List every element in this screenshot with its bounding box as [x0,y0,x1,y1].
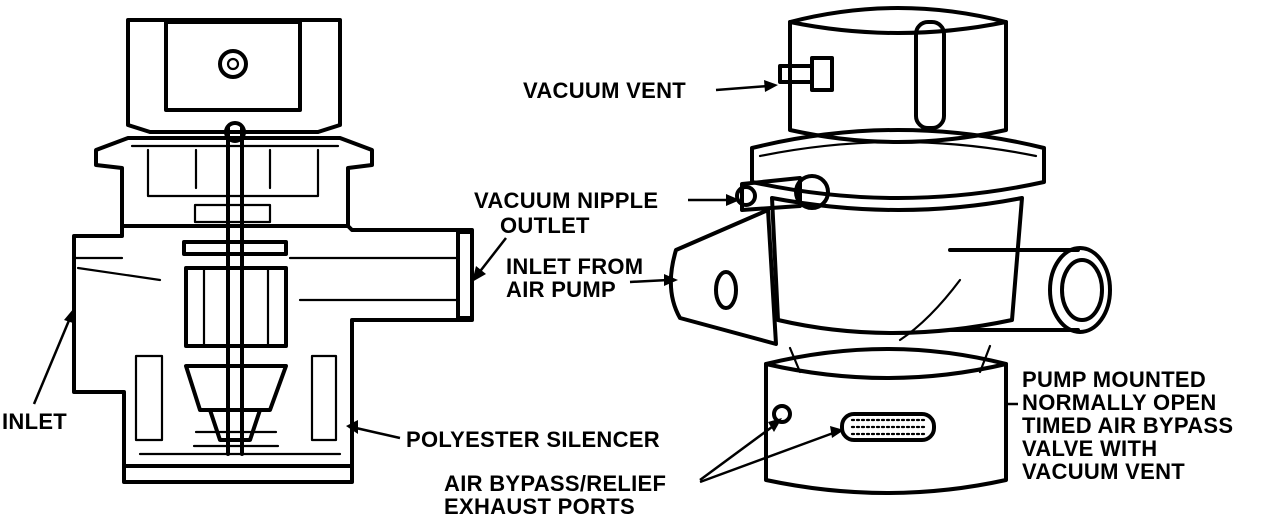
silencer-canister [764,347,1008,495]
valve-external-view [668,6,1112,495]
vacuum-nipple [735,174,830,212]
vacuum-vent-nipple [778,56,834,92]
exhaust-port-hole [772,404,792,424]
exhaust-port-slot [840,412,936,442]
flange-ring [750,128,1046,200]
polyester-silencer-label: POLYESTER SILENCER [406,427,660,452]
vacuum-vent-label: VACUUM VENT [523,78,687,103]
exhaust-ports-label: AIR BYPASS/RELIEF EXHAUST PORTS [444,471,667,519]
inlet-from-air-pump-label: INLET FROM AIR PUMP [506,254,644,302]
inlet-label: INLET [2,409,68,434]
vacuum-cap-section [126,18,342,134]
outlet-label: OUTLET [500,213,590,238]
valve-description-label: PUMP MOUNTED NORMALLY OPEN TIMED AIR BYP… [1022,367,1234,484]
valve-cutaway-view [72,18,474,484]
diaphragm-housing [94,136,374,228]
vacuum-nipple-label: VACUUM NIPPLE [474,188,659,213]
leader-lines [32,80,1018,484]
air-pump-inlet-pipe [948,246,1112,334]
vacuum-cap [788,6,1008,144]
valve-body-external [770,196,1024,335]
mounting-bracket [668,208,778,346]
